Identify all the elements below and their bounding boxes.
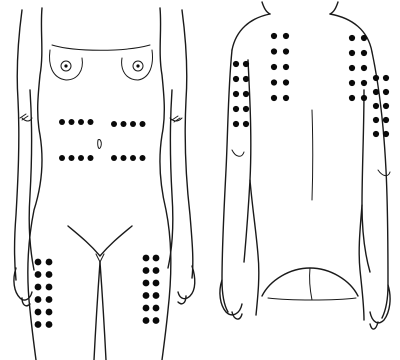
injection-site-dot [130,121,136,127]
injection-site-dot [383,89,389,95]
injection-site-dot [153,267,160,274]
injection-site-dot [140,155,146,161]
injection-site-dot [35,271,42,278]
injection-site-dot [243,61,249,67]
injection-site-dot [143,292,150,299]
injection-site-dot [383,117,389,123]
injection-site-dot [46,271,53,278]
injection-site-dot [243,106,249,112]
injection-site-dot [283,95,289,101]
injection-site-dot [373,117,379,123]
injection-site-dot [88,155,94,161]
injection-site-dot [271,64,277,70]
injection-site-dot [78,155,84,161]
injection-site-dot [383,103,389,109]
back-upper-back-sites [271,33,367,101]
injection-site-dot [46,321,53,328]
injection-site-dot [153,280,160,287]
injection-site-dot [361,35,367,41]
injection-site-dot [130,155,136,161]
injection-site-dot [233,76,239,82]
injection-site-dot [383,131,389,137]
injection-site-dot [271,33,277,39]
injection-site-dot [373,103,379,109]
injection-site-dot [69,119,75,125]
injection-site-dot [361,65,367,71]
injection-site-dot [349,35,355,41]
injection-site-dot [153,305,160,312]
injection-site-dot [59,155,65,161]
injection-site-dot [243,76,249,82]
injection-site-dot [35,321,42,328]
injection-site-dot [153,292,160,299]
injection-site-dot [233,91,239,97]
injection-site-dot [143,305,150,312]
injection-site-dot [373,89,379,95]
spine-line [312,110,313,200]
injection-site-dot [271,79,277,85]
injection-site-dot [243,91,249,97]
injection-site-dot [46,284,53,291]
injection-site-dot [143,267,150,274]
injection-site-dot [383,75,389,81]
front-body-figure [14,8,195,360]
injection-site-dot [349,65,355,71]
waist-mark-right [172,116,180,122]
left-breast [50,50,83,80]
injection-site-dot [46,259,53,266]
waist-mark-left [20,114,28,120]
injection-site-dot [88,119,94,125]
injection-site-dot [143,317,150,324]
injection-site-dot [35,296,42,303]
injection-site-dot [59,119,65,125]
injection-site-dot [349,95,355,101]
injection-site-dot [233,106,239,112]
injection-site-dot [283,48,289,54]
buttocks [262,268,358,300]
injection-site-dot [111,121,117,127]
injection-site-dot [243,121,249,127]
navel [98,139,102,148]
injection-site-dot [271,48,277,54]
injection-site-dot [361,80,367,86]
front-abdomen-sites [59,119,146,161]
injection-site-dot [143,255,150,262]
injection-site-dot [373,75,379,81]
injection-site-dot [349,80,355,86]
injection-site-dot [349,50,355,56]
injection-site-dot [271,95,277,101]
injection-site-dot [78,119,84,125]
injection-site-dot [153,255,160,262]
injection-site-dot [283,33,289,39]
injection-site-dot [233,121,239,127]
right-breast [122,50,153,80]
injection-site-dot [233,61,239,67]
injection-site-dot [153,317,160,324]
injection-site-dot [361,95,367,101]
injection-site-dot [283,79,289,85]
injection-site-dot [140,121,146,127]
injection-site-dot [121,155,127,161]
injection-site-dot [46,309,53,316]
injection-site-dot [35,309,42,316]
injection-site-dot [143,280,150,287]
injection-site-dot [121,121,127,127]
injection-site-dot [35,284,42,291]
injection-site-dot [111,155,117,161]
injection-site-dot [35,259,42,266]
injection-site-dot [361,50,367,56]
injection-site-dot [46,296,53,303]
injection-site-dot [69,155,75,161]
injection-site-dot [373,131,379,137]
injection-site-dot [283,64,289,70]
